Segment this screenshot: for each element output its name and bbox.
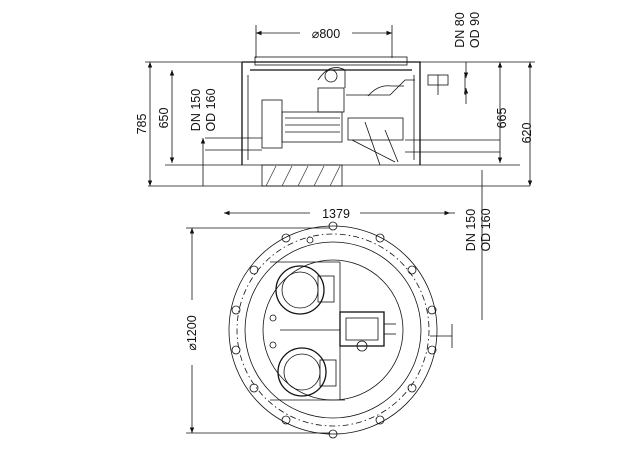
height-650-label: 650 — [157, 108, 171, 129]
left-inlet-od: OD 160 — [204, 88, 218, 131]
dim-785: 785 — [135, 61, 242, 186]
side-elevation-view: ⌀800 785 650 DN 150 OD 160 DN 80 OD 90 — [135, 12, 535, 187]
height-665-label: 665 — [495, 108, 509, 129]
cover-plate — [254, 56, 408, 66]
bolt-holes — [231, 221, 437, 439]
left-inlet-label: DN 150 OD 160 — [189, 88, 218, 186]
top-diameter-label: ⌀800 — [312, 27, 340, 41]
right-outlet-dn: DN 150 — [464, 209, 478, 251]
dim-665: 665 — [420, 61, 535, 163]
dim-top-diameter: ⌀800 — [255, 25, 393, 58]
dim-620: 620 — [520, 61, 534, 186]
plan-outlet-pipe — [430, 170, 483, 348]
vent-pipe-label: DN 80 OD 90 — [453, 12, 482, 104]
right-outlet-pipe — [405, 139, 500, 153]
dim-1379: 1379 — [224, 207, 455, 221]
vent-od: OD 90 — [468, 12, 482, 48]
pump-assembly — [261, 67, 415, 166]
right-outlet-od: OD 160 — [479, 208, 493, 251]
vent-dn: DN 80 — [453, 12, 467, 47]
left-inlet-pipe — [205, 137, 262, 151]
foundation-hatch — [261, 164, 343, 187]
bottom-diameter-label: ⌀1200 — [185, 315, 199, 350]
right-outlet-label: DN 150 OD 160 — [464, 208, 493, 251]
control-unit — [339, 311, 396, 352]
dim-650: 650 — [157, 70, 175, 163]
width-1379-label: 1379 — [322, 207, 350, 221]
vent-pipe — [427, 74, 466, 95]
lower-pump-chamber — [270, 347, 345, 401]
height-620-label: 620 — [520, 123, 534, 144]
upper-pump-chamber — [270, 261, 340, 315]
plan-view: 1379 ⌀1200 — [185, 170, 493, 439]
outer-flange-ring — [228, 225, 438, 435]
height-785-label: 785 — [135, 114, 149, 135]
left-inlet-dn: DN 150 — [189, 89, 203, 131]
dim-bottom-diameter: ⌀1200 — [185, 227, 330, 434]
